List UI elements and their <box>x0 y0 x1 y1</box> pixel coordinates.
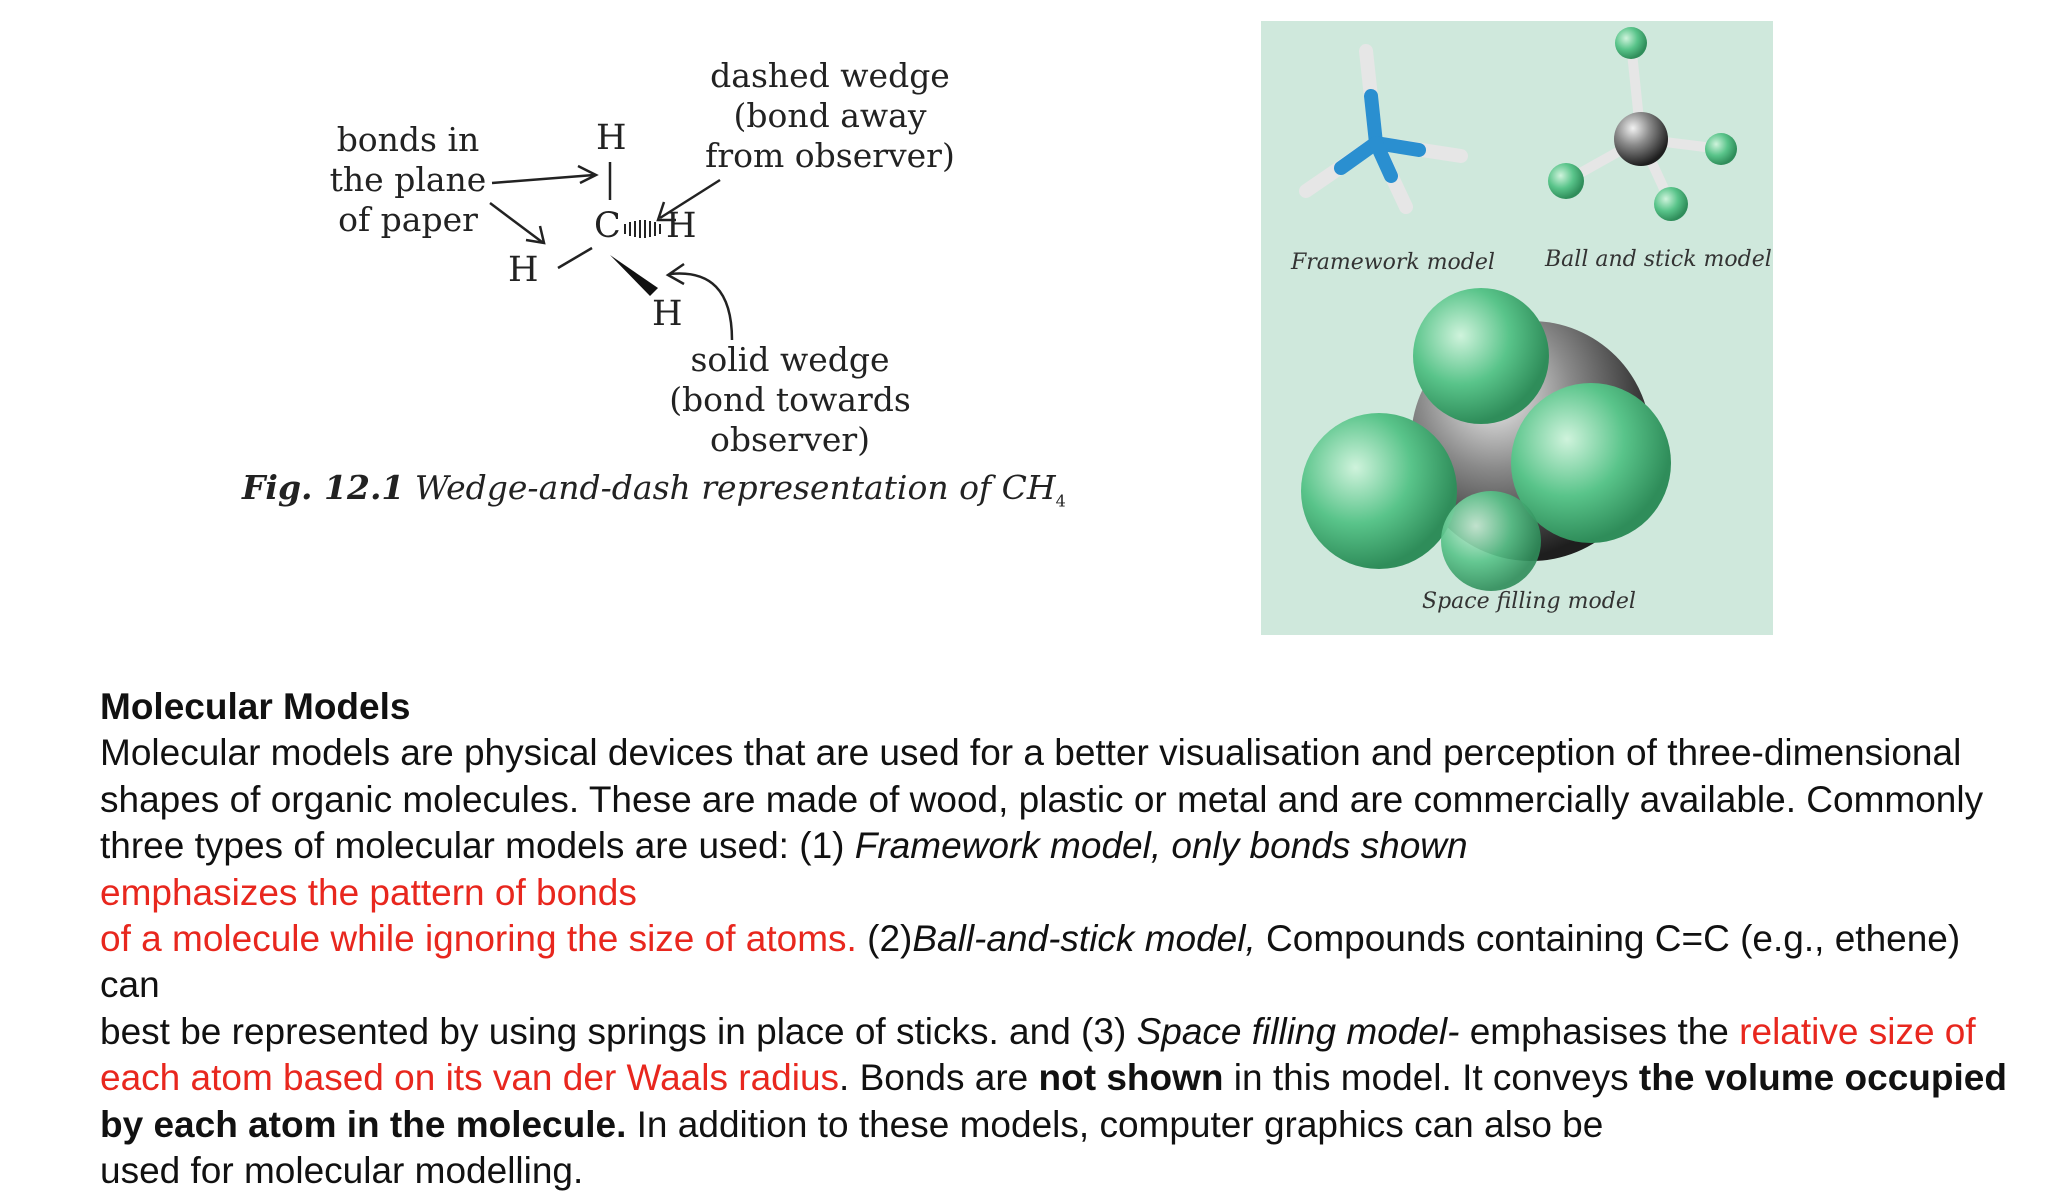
dashed-label-line1: dashed wedge <box>710 56 950 95</box>
computer-graphics-text: In addition to these models, computer gr… <box>626 1103 1604 1145</box>
ball-and-stick-model <box>1548 27 1737 221</box>
conveys-text: in this model. It conveys <box>1223 1057 1639 1099</box>
dashed-wedge-label: dashed wedge (bond away from observer) <box>680 56 980 176</box>
bond-left <box>557 246 593 270</box>
paragraph-intro: Molecular models are physical devices th… <box>100 732 1984 867</box>
arrow-bonds-top <box>491 164 599 185</box>
wedge-dash-figure: bonds in the plane of paper dashed wedge… <box>220 40 1040 520</box>
molecular-models-figure: Framework model Ball and stick model Spa… <box>1261 21 1773 635</box>
solid-label-line1: solid wedge <box>690 340 890 379</box>
framework-model-label: Framework model <box>1291 250 1495 275</box>
emphasises-text: emphasises the <box>1459 1010 1740 1052</box>
ball-stick-model-label: Ball and stick model <box>1545 247 1772 272</box>
molecular-models-section: Molecular Models Molecular models are ph… <box>100 684 2020 1194</box>
bonds-label-line2: the plane <box>329 160 487 199</box>
not-shown-text: not shown <box>1038 1057 1224 1099</box>
ball-stick-description: Compounds containing C=C (e.g., ethene) … <box>100 918 1961 1006</box>
section-paragraph: Molecular models are physical devices th… <box>100 730 2020 1194</box>
molecular-modelling-text: used for molecular modelling. <box>100 1150 584 1192</box>
springs-sentence: best be represented by using springs in … <box>100 1010 1137 1052</box>
solid-label-line2: (bond towards <box>669 380 911 419</box>
bonds-label-line1: bonds in <box>336 120 480 159</box>
caption-subscript: 4 <box>1055 491 1066 511</box>
van-der-waals-emphasis: relative size of each atom based on its … <box>100 1010 1976 1099</box>
caption-prefix: Fig. 12.1 <box>242 468 405 507</box>
framework-model-term: Framework model, only bonds shown <box>854 825 1468 867</box>
atom-carbon: C <box>594 206 621 246</box>
atom-h-bottom: H <box>652 294 683 334</box>
framework-emphasis-1: emphasizes the pattern of bonds <box>100 871 637 913</box>
dashed-wedge <box>624 220 661 238</box>
dashed-label-line3: from observer) <box>705 136 955 175</box>
volume-occupied-text: the volume occupied by each atom in the … <box>100 1057 2007 1145</box>
atom-h-left: H <box>508 250 539 290</box>
dashed-label-line2: (bond away <box>733 96 927 135</box>
arrow-dashed <box>656 178 721 222</box>
ball-stick-term: Ball-and-stick model, <box>912 918 1256 960</box>
caption-text: Wedge-and-dash representation of CH <box>414 468 1056 507</box>
framework-model <box>1299 44 1468 214</box>
solid-wedge <box>610 255 658 296</box>
bonds-in-plane-label: bonds in the plane of paper <box>308 120 508 240</box>
atom-h-top: H <box>596 118 627 158</box>
bonds-label-line3: of paper <box>338 200 478 239</box>
framework-emphasis-2: of a molecule while ignoring the size of… <box>100 918 857 960</box>
atom-h-right: H <box>666 206 697 246</box>
figure-caption: Fig. 12.1 Wedge-and-dash representation … <box>242 468 1066 511</box>
arrow-solid <box>665 262 734 341</box>
space-filling-term: Space filling model- <box>1136 1010 1460 1052</box>
models-illustration <box>1299 27 1737 591</box>
space-filling-model-label: Space filling model <box>1422 589 1636 614</box>
space-filling-model <box>1301 288 1671 591</box>
text-item-2: (2) <box>856 918 913 960</box>
bonds-are-text: . Bonds are <box>839 1057 1039 1099</box>
arrow-bonds-left <box>489 202 546 245</box>
solid-wedge-label: solid wedge (bond towards observer) <box>640 340 940 460</box>
solid-label-line3: observer) <box>709 420 871 459</box>
section-heading: Molecular Models <box>100 686 411 727</box>
wedge-dash-diagram <box>489 162 734 341</box>
